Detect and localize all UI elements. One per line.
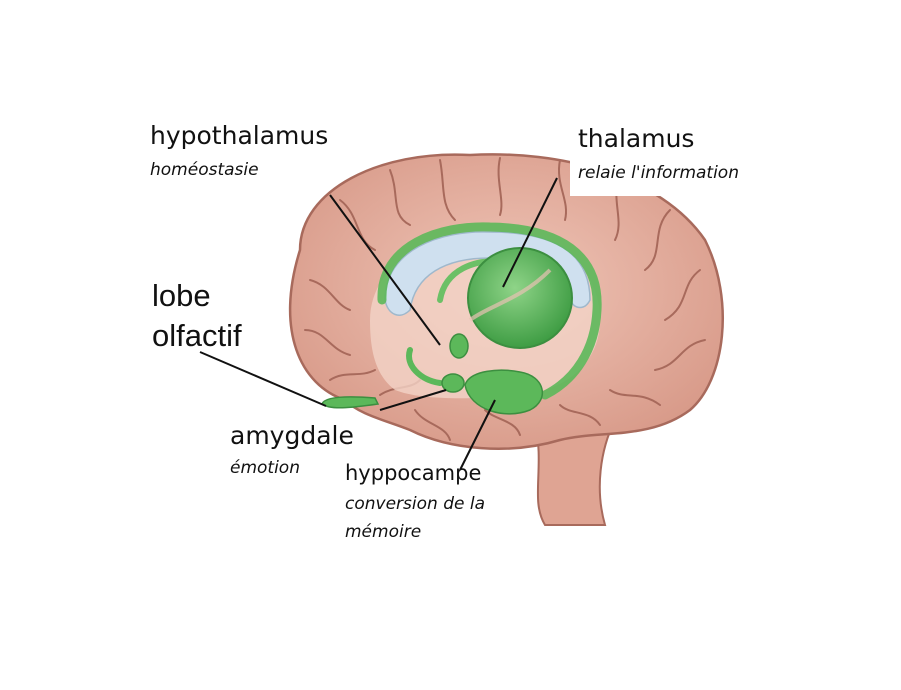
amygdala-leader [379,389,447,411]
olfactory-label-line2: olfactif [152,318,242,353]
thalamus-function: relaie l'information [578,163,739,183]
thalamus-shape [467,247,573,349]
hypothalamus-shape [449,333,469,359]
hippocampus-leader [459,399,496,471]
hippocampus-shape [464,369,544,415]
olfactory-label-line1: lobe [152,278,211,313]
olfactory-bulb [321,396,380,409]
hypothalamus-function: homéostasie [150,160,259,180]
hippocampus-function-line1: conversion de la [345,494,485,514]
brainstem [533,419,617,526]
hypothalamus-label: hypothalamus [150,121,329,150]
olfactory-leader [199,351,327,407]
leader-lines [199,177,558,471]
hippocampus-function-line2: mémoire [345,522,422,542]
olfactory-tract [406,347,443,386]
amygdala-shape [441,373,465,393]
amygdala-function: émotion [230,458,300,478]
limbic-arc [377,222,602,400]
thalamus-leader [502,177,558,288]
hippocampus-label: hyppocampe [345,461,482,485]
hypothalamus-leader [329,194,441,346]
amygdala-label: amygdale [230,421,354,450]
thalamus-label: thalamus [578,124,695,153]
